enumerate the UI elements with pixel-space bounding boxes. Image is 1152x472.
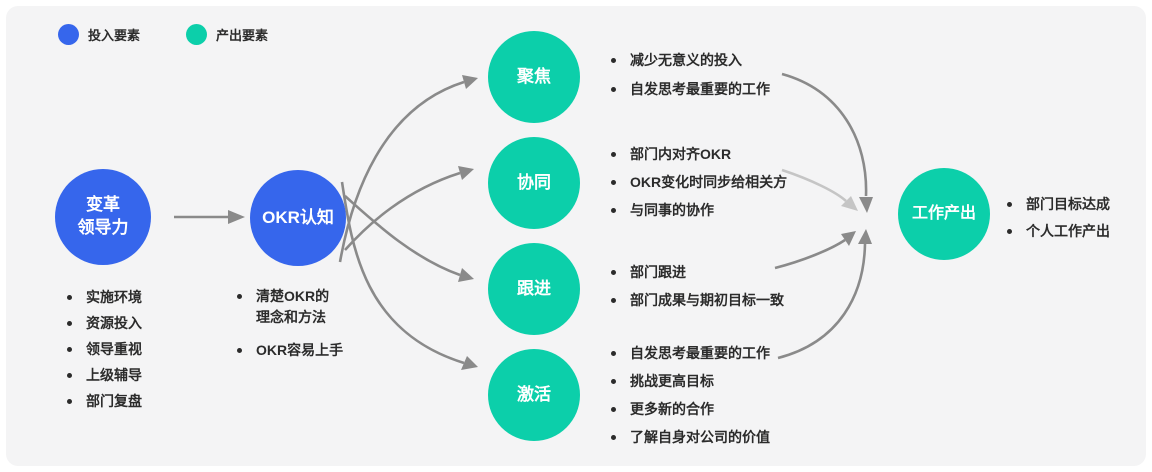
bullet-line: OKR容易上手 bbox=[256, 342, 344, 358]
node-activate: 激活 bbox=[488, 349, 580, 441]
bullet-item: 清楚OKR的 理念和方法 bbox=[232, 286, 343, 328]
node-activate-label: 激活 bbox=[517, 384, 551, 404]
bullet-item: 上级辅导 bbox=[62, 362, 142, 388]
node-leadership-label-line1: 变革 bbox=[86, 195, 120, 215]
bullet-line: 清楚OKR的 bbox=[256, 288, 330, 304]
bullet-item: 更多新的合作 bbox=[606, 395, 770, 423]
follow-bullets: 部门跟进 部门成果与期初目标一致 bbox=[606, 258, 784, 314]
input-factor-dot-icon bbox=[58, 24, 79, 45]
bullet-item: 部门成果与期初目标一致 bbox=[606, 286, 784, 314]
node-focus-label: 聚焦 bbox=[517, 66, 551, 86]
legend-item-output: 产出要素 bbox=[186, 24, 268, 45]
node-okr: OKR认知 bbox=[250, 170, 346, 266]
node-output-label: 工作产出 bbox=[911, 205, 976, 223]
bullet-item: 自发思考最重要的工作 bbox=[606, 75, 770, 104]
node-align-label: 协同 bbox=[517, 172, 551, 192]
node-leadership-label-line2: 领导力 bbox=[77, 218, 129, 237]
bullet-item: 减少无意义的投入 bbox=[606, 46, 770, 75]
bullet-line: 理念和方法 bbox=[256, 309, 326, 325]
bullet-item: 部门复盘 bbox=[62, 388, 142, 414]
legend-label-output: 产出要素 bbox=[216, 28, 269, 43]
leadership-bullets: 实施环境 资源投入 领导重视 上级辅导 部门复盘 bbox=[62, 284, 142, 414]
node-okr-label: OKR认知 bbox=[262, 207, 334, 227]
output-bullets: 部门目标达成 个人工作产出 bbox=[1002, 191, 1110, 245]
bullet-item: 领导重视 bbox=[62, 336, 142, 362]
node-align: 协同 bbox=[488, 137, 580, 229]
bullet-item: 与同事的协作 bbox=[606, 196, 787, 224]
bullet-item: OKR变化时同步给相关方 bbox=[606, 168, 787, 196]
bullet-item: 个人工作产出 bbox=[1002, 218, 1110, 245]
bullet-item: 了解自身对公司的价值 bbox=[606, 423, 770, 451]
bullet-item: 实施环境 bbox=[62, 284, 142, 310]
activate-bullets: 自发思考最重要的工作 挑战更高目标 更多新的合作 了解自身对公司的价值 bbox=[606, 339, 770, 451]
legend-item-input: 投入要素 bbox=[58, 24, 140, 45]
bullet-item: 资源投入 bbox=[62, 310, 142, 336]
bullet-item: 自发思考最重要的工作 bbox=[606, 339, 770, 367]
node-leadership: 变革 领导力 bbox=[55, 169, 151, 265]
align-bullets: 部门内对齐OKR OKR变化时同步给相关方 与同事的协作 bbox=[606, 140, 787, 224]
bullet-item: 部门目标达成 bbox=[1002, 191, 1110, 218]
node-follow-label: 跟进 bbox=[517, 278, 551, 298]
legend-label-input: 投入要素 bbox=[88, 28, 141, 43]
node-leadership-label: 变革 领导力 bbox=[78, 194, 129, 240]
focus-bullets: 减少无意义的投入 自发思考最重要的工作 bbox=[606, 46, 770, 104]
node-output: 工作产出 bbox=[898, 168, 990, 260]
bullet-item: 部门内对齐OKR bbox=[606, 140, 787, 168]
bullet-item: 挑战更高目标 bbox=[606, 367, 770, 395]
okr-bullets: 清楚OKR的 理念和方法 OKR容易上手 bbox=[232, 286, 343, 373]
bullet-item: 部门跟进 bbox=[606, 258, 784, 286]
legend: 投入要素 产出要素 bbox=[58, 24, 268, 45]
bullet-item: OKR容易上手 bbox=[232, 340, 343, 361]
output-factor-dot-icon bbox=[186, 24, 208, 45]
node-follow: 跟进 bbox=[488, 243, 580, 335]
node-focus: 聚焦 bbox=[488, 31, 580, 123]
